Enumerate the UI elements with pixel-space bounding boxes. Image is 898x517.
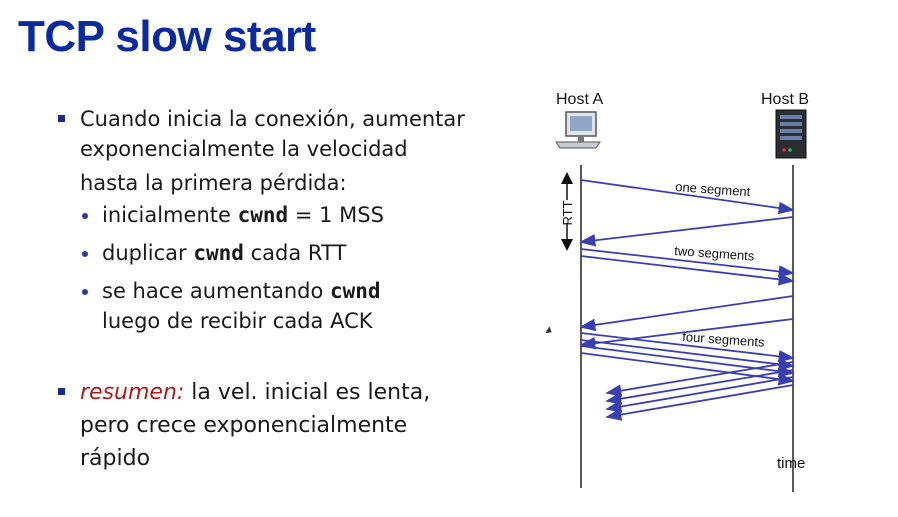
rtt-label: RTT: [560, 200, 575, 225]
ack-arrow: [605, 369, 794, 405]
computer-icon: [555, 111, 601, 149]
code-text: cwnd: [330, 279, 381, 303]
bullet-line: exponencialmente la velocidad: [80, 137, 408, 161]
sub-bullet-text: cada RTT: [243, 241, 347, 265]
bullet-line: Cuando inicia la conexión, aumentar: [80, 107, 465, 131]
segment-arrow: [580, 339, 795, 371]
sub-bullet-text: = 1 MSS: [288, 203, 384, 227]
ack-arrow: [605, 384, 794, 421]
code-text: cwnd: [237, 203, 289, 227]
slide-title: TCP slow start: [18, 12, 316, 61]
summary-text: rápido: [80, 446, 151, 471]
sub-bullet-text: inicialmente: [102, 203, 238, 227]
four-segments-label: four segments: [682, 329, 766, 350]
segment-arrow: [580, 248, 795, 278]
summary-text: pero crece exponencialmente: [80, 413, 408, 438]
segment-arrow: [580, 179, 795, 215]
host-b-label: Host B: [761, 91, 809, 108]
sub-bullet: duplicar cwnd cada RTT: [80, 238, 478, 268]
time-label: time: [777, 455, 805, 472]
segment-arrow: [580, 332, 795, 363]
ack-arrow: [579, 318, 794, 350]
bullet-list: Cuando inicia la conexión, aumentar expo…: [58, 104, 478, 336]
summary-bullet: resumen: la vel. inicial es lenta, pero …: [58, 376, 500, 475]
server-icon: [775, 109, 807, 159]
one-segment-label: one segment: [675, 179, 751, 199]
summary-label: resumen:: [80, 380, 185, 405]
dot-bullet-icon: [82, 289, 88, 295]
segment-arrows: [579, 179, 795, 421]
host-a-label: Host A: [556, 91, 603, 108]
bullet-main: Cuando inicia la conexión, aumentar expo…: [58, 104, 478, 198]
square-bullet-icon: [58, 388, 65, 395]
sub-bullet: inicialmente cwnd = 1 MSS: [80, 200, 478, 230]
code-text: cwnd: [193, 241, 244, 265]
ack-arrow: [579, 295, 794, 332]
two-segments-label: two segments: [674, 243, 756, 264]
sub-bullet: se hace aumentando cwnd luego de recibir…: [80, 276, 478, 336]
ack-arrow: [605, 361, 794, 397]
sub-bullet-text: se hace aumentando: [102, 279, 330, 303]
dot-bullet-icon: [82, 251, 88, 257]
sub-bullet-text: duplicar: [102, 241, 194, 265]
sub-bullet-text: luego de recibir cada ACK: [102, 309, 373, 333]
ack-arrow: [605, 376, 794, 413]
square-bullet-icon: [58, 115, 65, 122]
ack-arrow: [579, 216, 794, 247]
segment-arrow: [580, 255, 795, 286]
segment-arrow: [580, 345, 795, 378]
summary-text: la vel. inicial es lenta,: [184, 380, 431, 405]
dot-bullet-icon: [82, 213, 88, 219]
bullet-line: hasta la primera pérdida:: [80, 171, 347, 195]
